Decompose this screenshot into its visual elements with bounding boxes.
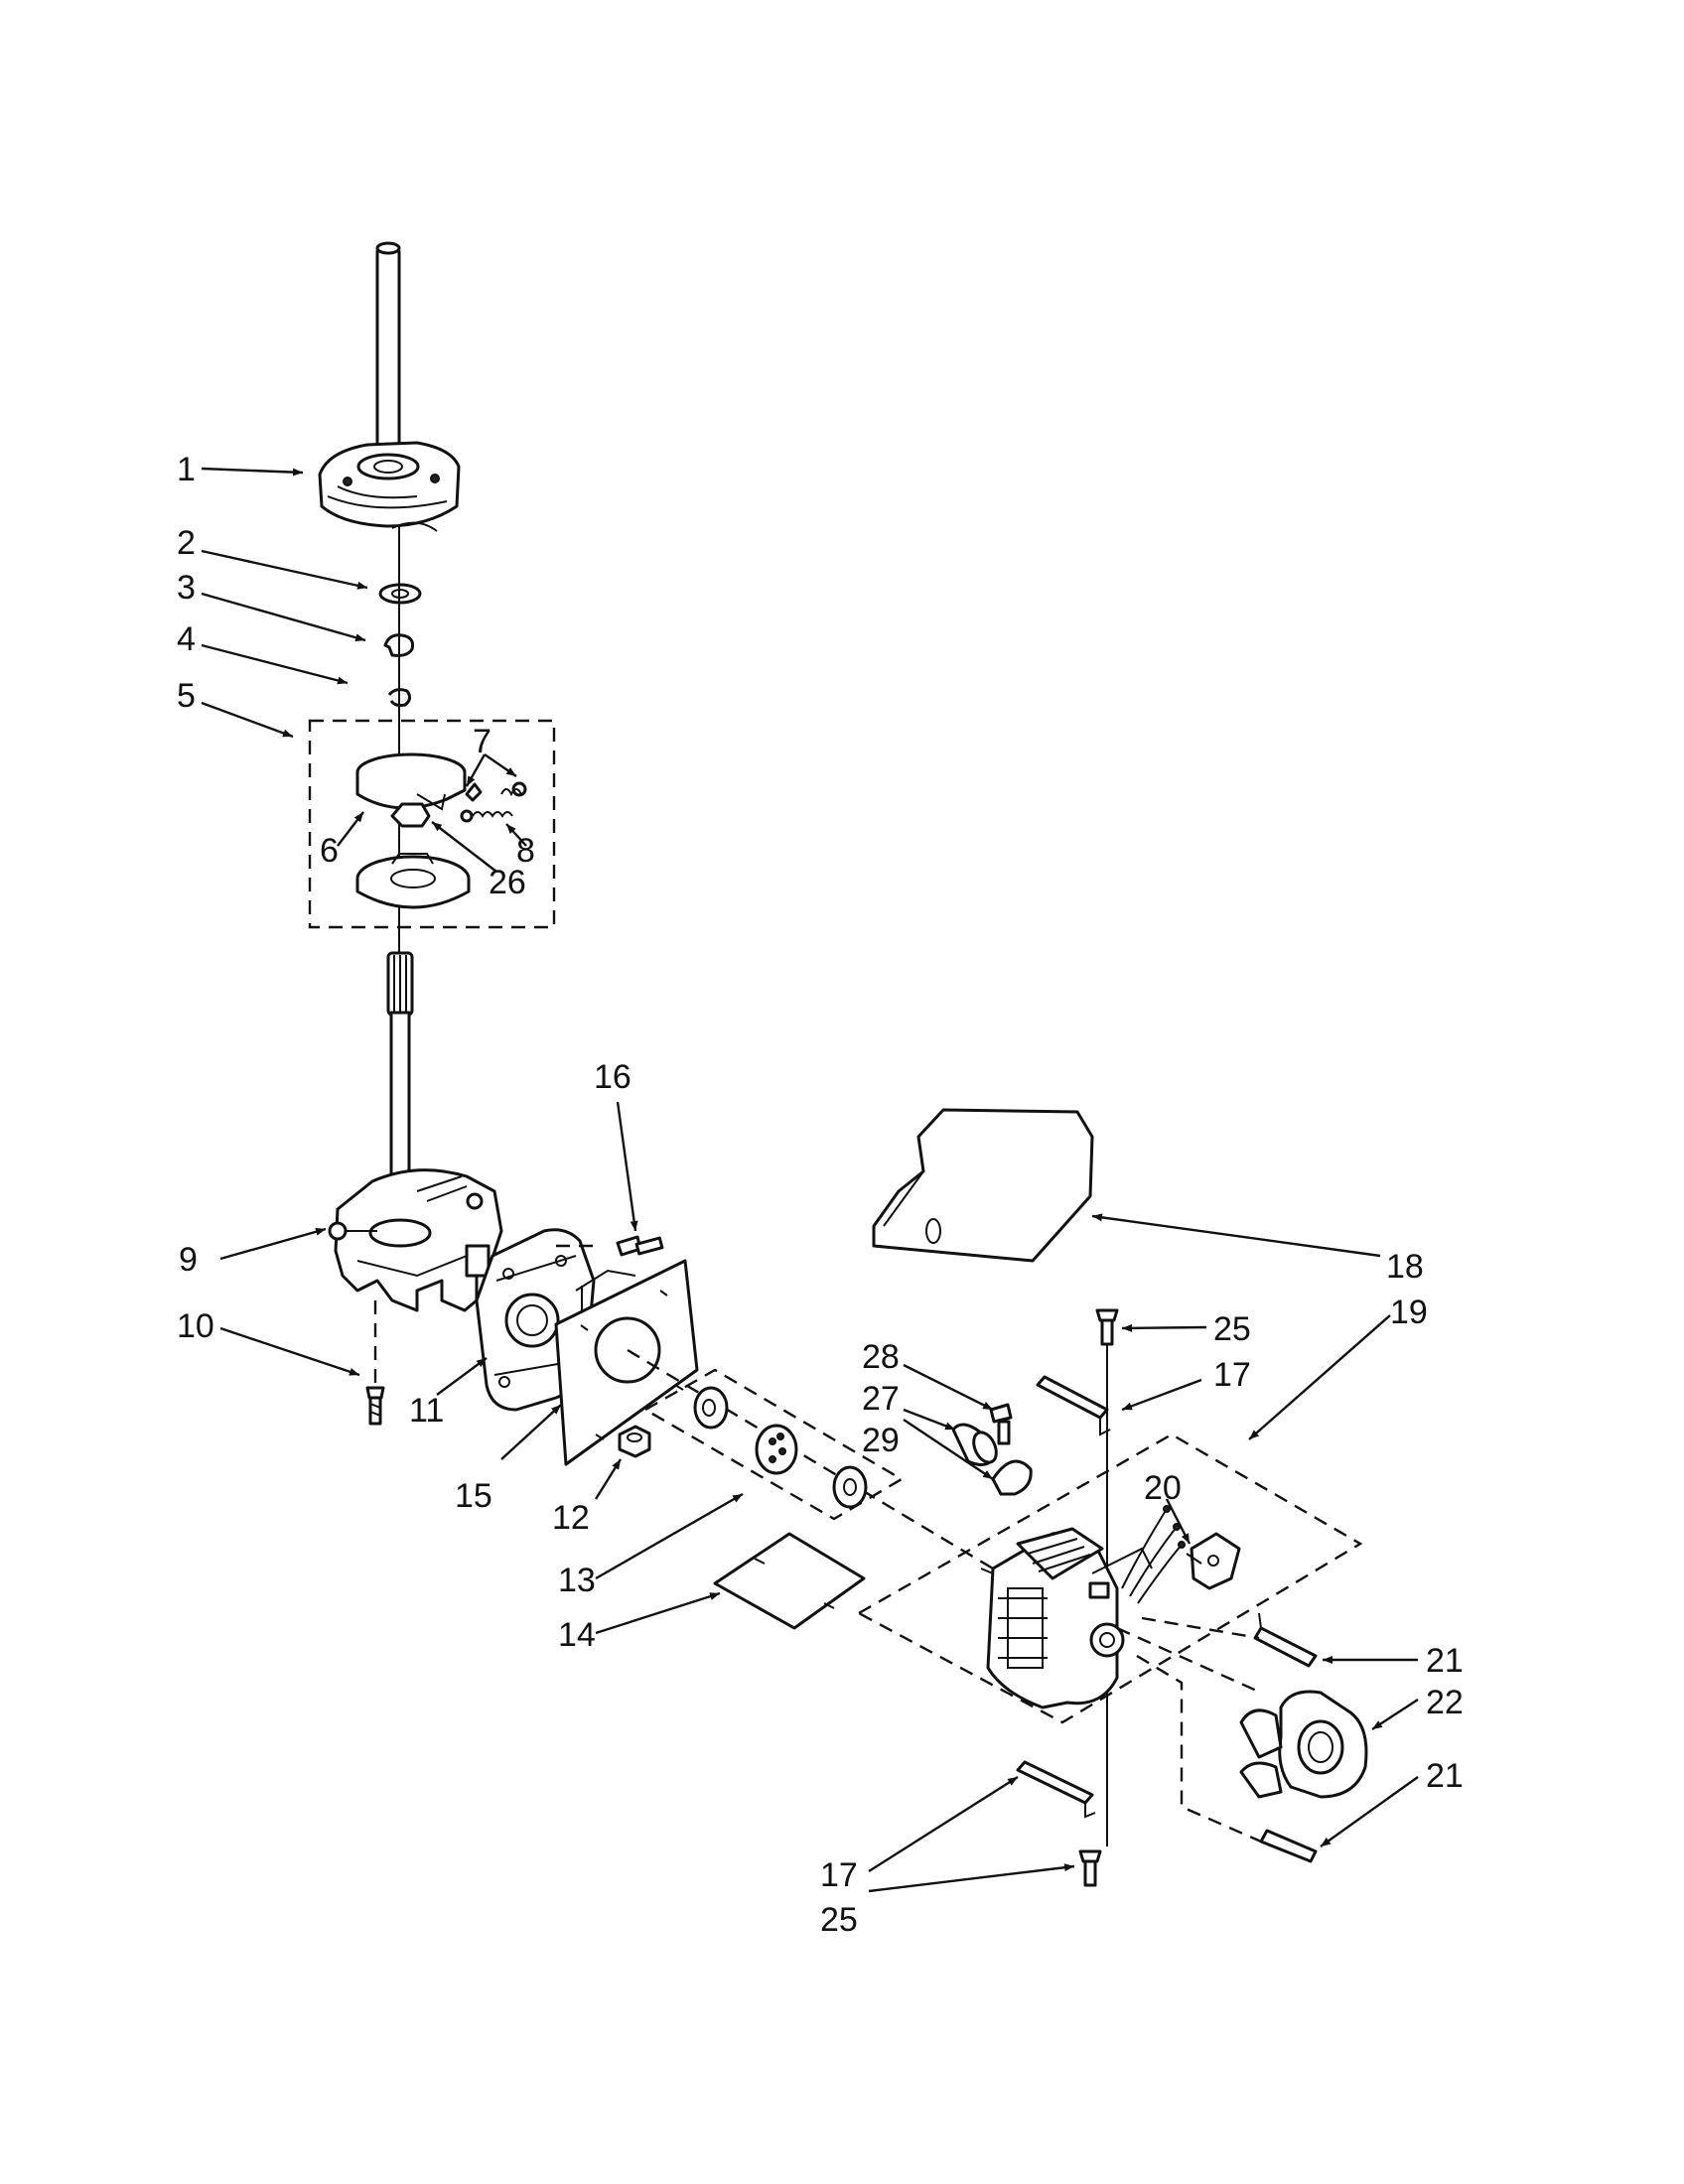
part-17-clip-upper <box>1036 1375 1111 1436</box>
callout-2: 2 <box>177 524 196 562</box>
callout-8: 8 <box>516 832 535 870</box>
callout-18: 18 <box>1386 1248 1424 1286</box>
callout-20: 20 <box>1144 1469 1182 1507</box>
part-7-spring-cap <box>465 781 527 802</box>
part-12-nut <box>618 1425 651 1458</box>
callout-26: 26 <box>489 864 526 901</box>
part-21-clip-lower <box>1259 1829 1318 1863</box>
callout-29: 29 <box>862 1422 900 1459</box>
callout-21-upper: 21 <box>1426 1642 1464 1680</box>
callout-7: 7 <box>473 723 491 760</box>
part-21-clip-upper <box>1253 1612 1318 1668</box>
callout-14: 14 <box>558 1616 596 1654</box>
callout-13: 13 <box>558 1562 596 1599</box>
callout-labels: 1 2 3 4 5 6 7 8 26 16 9 10 11 15 12 13 1… <box>177 451 1464 1939</box>
callout-4: 4 <box>177 620 196 658</box>
motor-wires <box>1121 1505 1186 1604</box>
callout-27: 27 <box>862 1380 900 1418</box>
callout-25-upper: 25 <box>1213 1310 1251 1348</box>
coupling-hub-1 <box>693 1386 729 1430</box>
part-19-motor-assembly-box <box>856 1433 1363 1724</box>
part-13-coupling-box <box>642 1368 905 1521</box>
coupling-axis-line <box>627 1348 994 1570</box>
motor-to-clip-line <box>1136 1654 1262 1843</box>
coupling-hub-2 <box>832 1465 868 1509</box>
callout-19: 19 <box>1390 1294 1428 1331</box>
part-26-clutch-spacer <box>390 802 431 828</box>
part-29-clamp <box>991 1459 1033 1496</box>
callout-11: 11 <box>409 1392 444 1430</box>
coupling-disc <box>755 1424 798 1475</box>
callout-25-lower: 25 <box>820 1901 858 1939</box>
part-25-screw-lower <box>1078 1849 1102 1887</box>
part-5-clutch-assembly-box <box>308 719 556 929</box>
motor <box>980 1527 1153 1709</box>
part-6-clutch-band <box>355 752 467 811</box>
part-28-screw <box>989 1403 1013 1445</box>
part-25-screw-upper <box>1095 1308 1119 1346</box>
callout-21-lower: 21 <box>1426 1757 1464 1795</box>
callout-1: 1 <box>177 451 196 488</box>
part-18-motor-shield <box>872 1108 1094 1263</box>
part-22-end-shield <box>1239 1690 1368 1799</box>
part-8-clutch-spring <box>460 809 513 823</box>
callout-28: 28 <box>862 1338 900 1376</box>
motor-to-upper-clip-line <box>1141 1616 1260 1640</box>
part-10-screw <box>365 1386 385 1426</box>
callout-3: 3 <box>177 569 196 607</box>
part-1-brake-cam-shaft <box>318 241 461 532</box>
motor-to-endshield-line <box>1116 1626 1262 1695</box>
callout-15: 15 <box>455 1477 492 1515</box>
callout-17-upper: 17 <box>1213 1356 1251 1394</box>
part-27-capacitor <box>951 1423 998 1466</box>
leader-lines <box>201 467 1419 1893</box>
part-14-pad <box>713 1532 866 1630</box>
part-20-switch <box>1186 1532 1241 1590</box>
part-9-gear-case <box>328 951 503 1312</box>
callout-10: 10 <box>177 1307 214 1345</box>
callout-22: 22 <box>1426 1684 1464 1721</box>
callout-12: 12 <box>552 1499 590 1537</box>
callout-17-lower: 17 <box>820 1856 858 1894</box>
part-17-clip-lower <box>1016 1760 1096 1819</box>
callout-9: 9 <box>179 1241 198 1279</box>
callout-16: 16 <box>594 1058 632 1096</box>
part-16-screw <box>616 1235 664 1257</box>
callout-6: 6 <box>320 832 339 870</box>
callout-5: 5 <box>177 677 196 715</box>
clutch-drum <box>355 853 471 909</box>
